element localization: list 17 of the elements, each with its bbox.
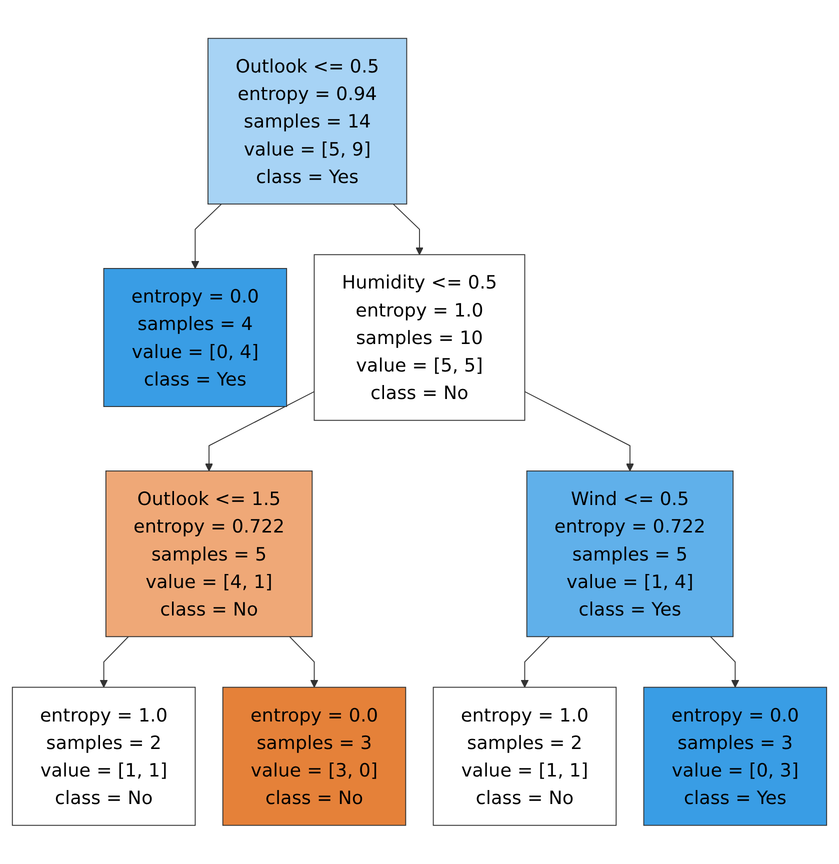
arrow <box>520 636 550 688</box>
node-box: Humidity <= 0.5 entropy = 1.0 samples = 10 value = [5, 5] class = No <box>314 254 526 421</box>
arrow <box>392 204 424 256</box>
arrow <box>289 636 318 688</box>
node-box: entropy = 0.0 samples = 3 value = [0, 3] class = Yes <box>643 686 828 826</box>
arrow <box>100 636 129 688</box>
node-box: entropy = 1.0 samples = 2 value = [1, 1] class = No <box>432 686 617 826</box>
arrow <box>204 391 315 472</box>
node-box: Outlook <= 1.5 entropy = 0.722 samples = 5 value = [4, 1] class = No <box>105 470 313 638</box>
arrow <box>191 204 222 269</box>
node-box: entropy = 0.0 samples = 3 value = [3, 0] class = No <box>222 686 406 826</box>
arrow <box>524 391 634 472</box>
arrow <box>710 636 740 688</box>
node-box: entropy = 0.0 samples = 4 value = [0, 4] class = Yes <box>103 268 288 408</box>
node-box: Wind <= 0.5 entropy = 0.722 samples = 5 value = [1, 4] class = Yes <box>526 470 734 638</box>
node-box: Outlook <= 0.5 entropy = 0.94 samples = 14 value = [5, 9] class = Yes <box>208 38 408 205</box>
node-box: entropy = 1.0 samples = 2 value = [1, 1] class = No <box>12 686 196 826</box>
